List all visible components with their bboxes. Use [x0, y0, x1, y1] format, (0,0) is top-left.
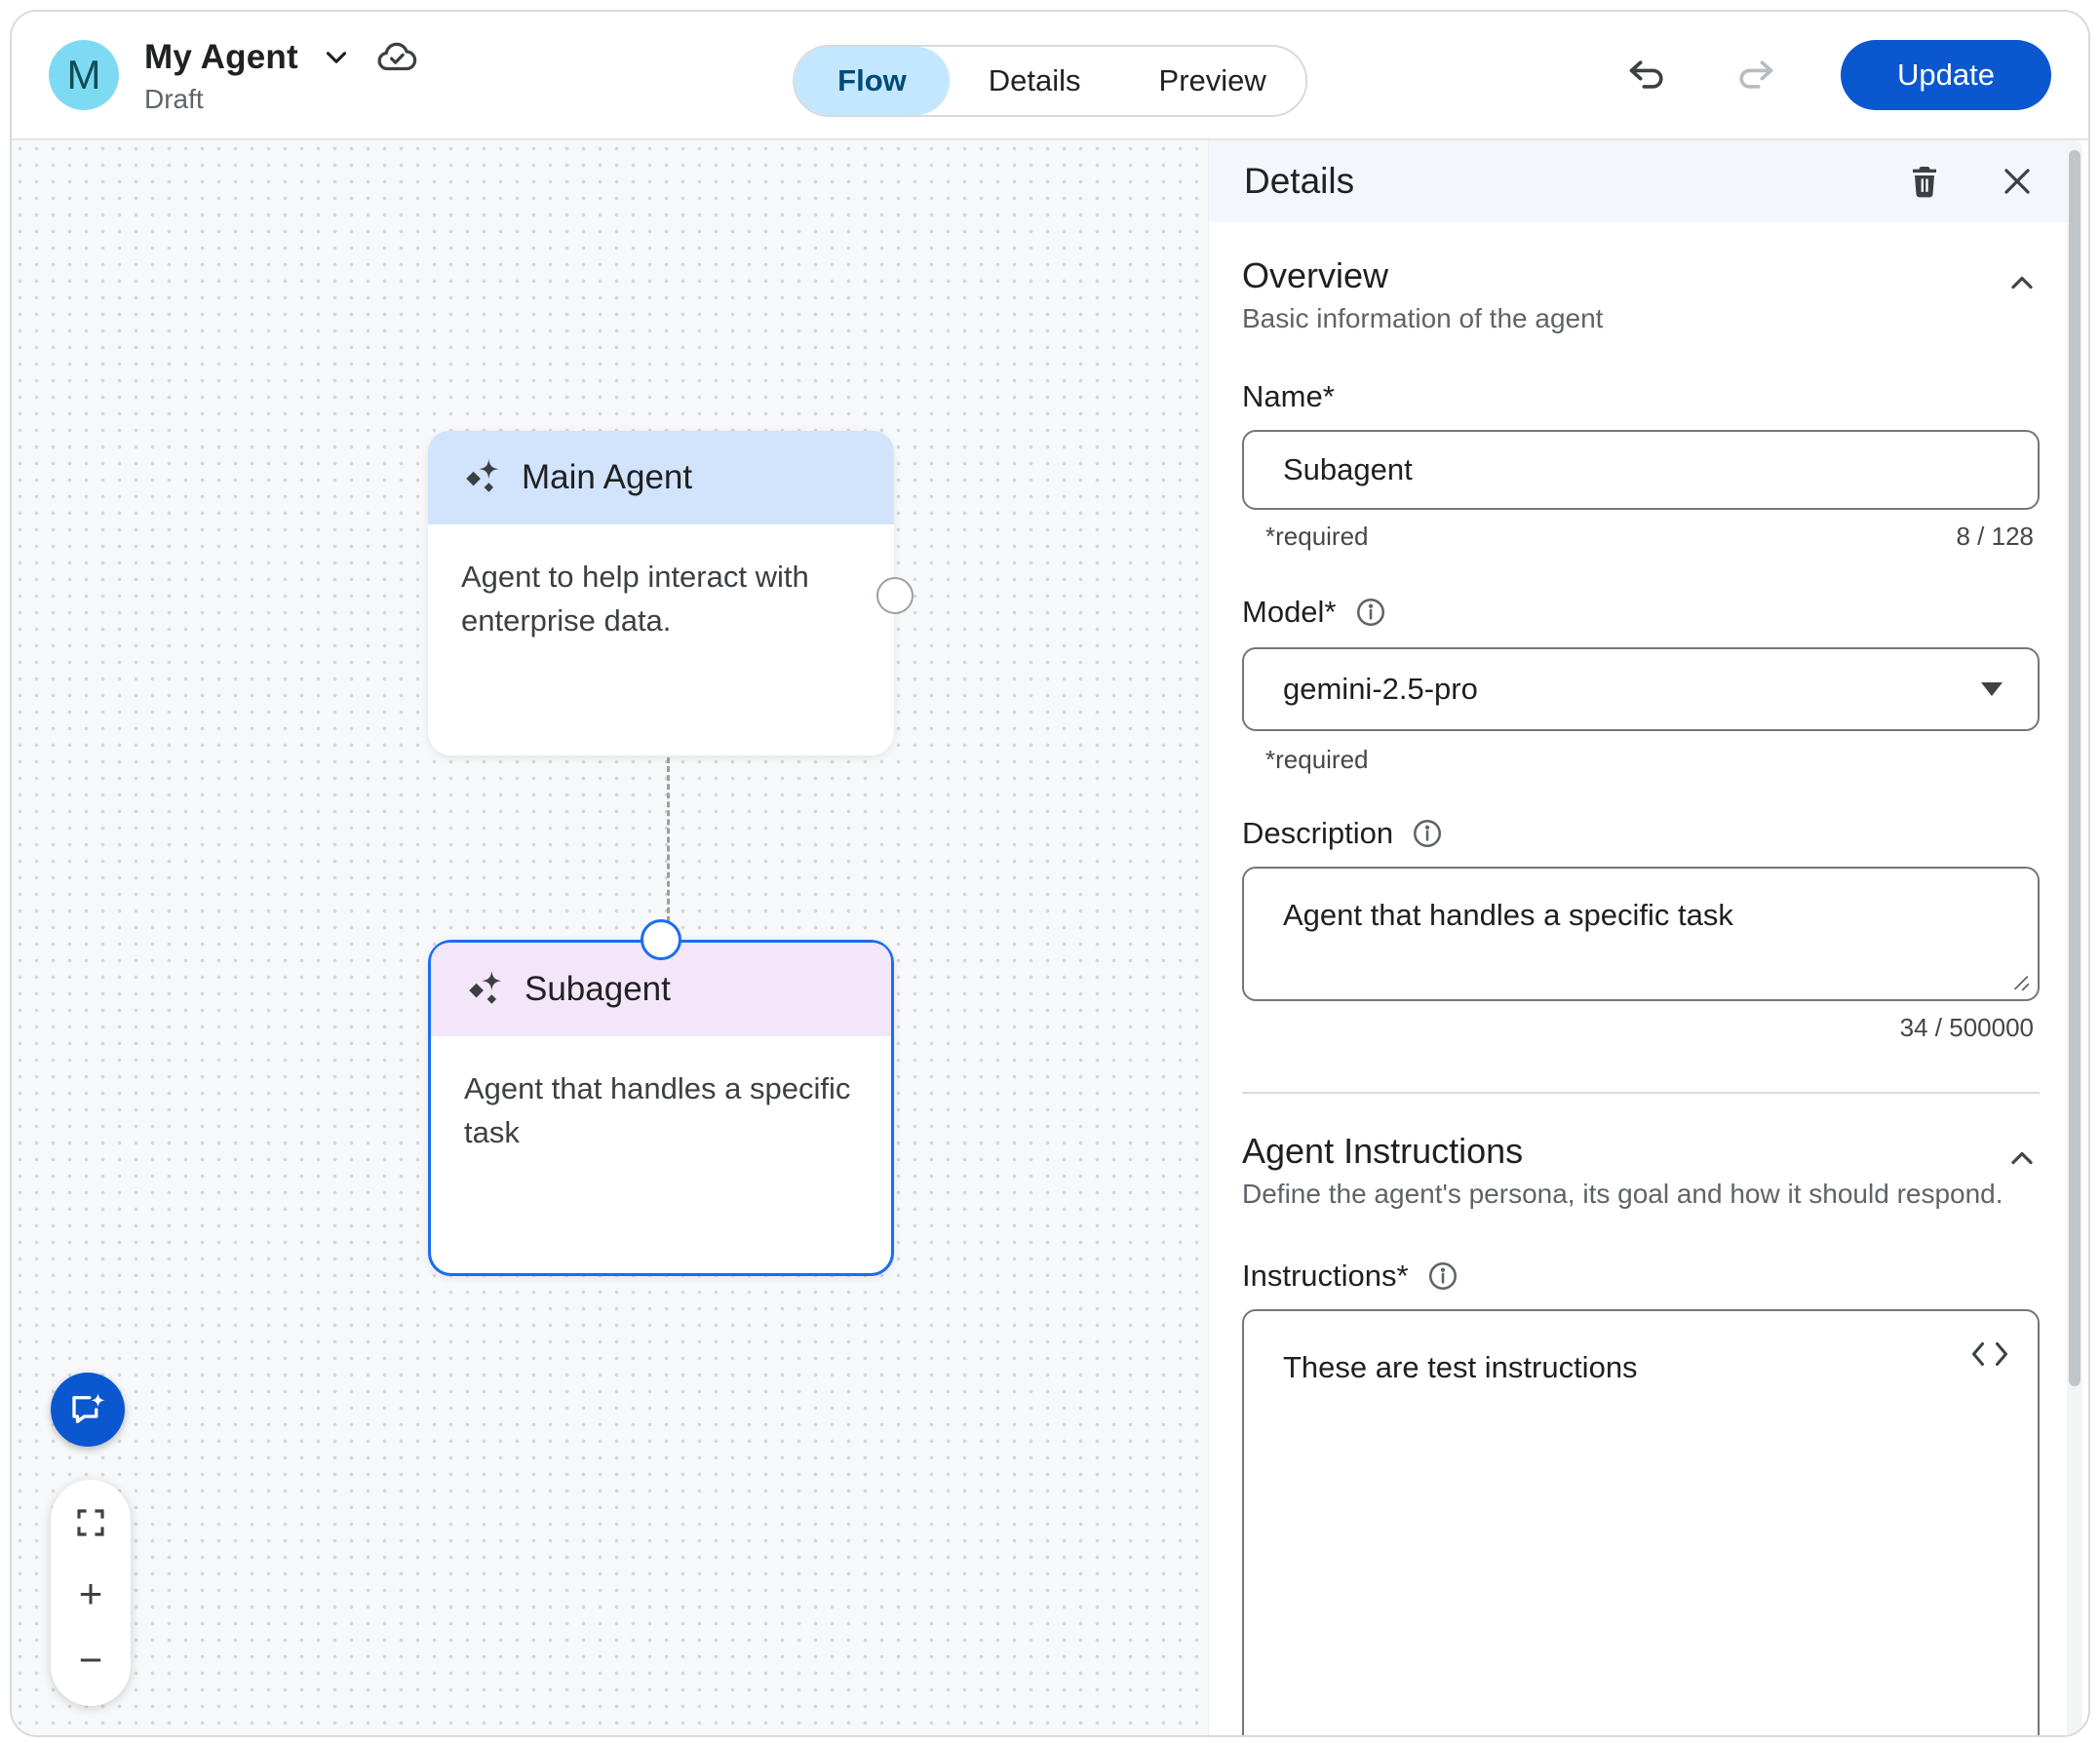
- model-select[interactable]: gemini-2.5-pro: [1242, 647, 2040, 731]
- fit-screen-button[interactable]: [73, 1505, 108, 1547]
- app-window: M My Agent Draft: [10, 10, 2090, 1737]
- details-panel-header: Details: [1209, 140, 2071, 222]
- node-subagent[interactable]: Subagent Agent that handles a specific t…: [428, 919, 894, 1276]
- flow-canvas[interactable]: Main Agent Agent to help interact with e…: [12, 140, 1208, 1735]
- zoom-controls: + −: [51, 1480, 131, 1706]
- close-icon[interactable]: [1999, 163, 2036, 200]
- sparkle-icon: [461, 457, 502, 498]
- node-output-port[interactable]: [876, 577, 914, 614]
- name-value: Subagent: [1283, 452, 1413, 486]
- model-required-hint: *required: [1265, 745, 1369, 774]
- view-tabs: Flow Details Preview: [793, 45, 1307, 117]
- panel-title: Details: [1244, 161, 1355, 201]
- collapse-chevron-icon[interactable]: [2004, 265, 2040, 300]
- undo-icon[interactable]: [1626, 54, 1669, 97]
- section-divider: [1242, 1092, 2040, 1094]
- caret-down-icon: [1981, 682, 2003, 696]
- connector-edge: [667, 757, 670, 940]
- status-badge: Draft: [144, 84, 204, 114]
- panel-scrollbar[interactable]: [2067, 140, 2082, 1735]
- redo-icon[interactable]: [1733, 54, 1776, 97]
- tab-flow[interactable]: Flow: [795, 47, 950, 115]
- update-button[interactable]: Update: [1841, 40, 2051, 110]
- collapse-chevron-icon[interactable]: [2004, 1141, 2040, 1176]
- instructions-value: These are test instructions: [1283, 1350, 1638, 1384]
- overview-title: Overview: [1242, 255, 1389, 295]
- node-main-agent[interactable]: Main Agent Agent to help interact with e…: [428, 431, 914, 755]
- node-description: Agent that handles a specific task: [464, 1071, 851, 1149]
- instructions-subtitle: Define the agent's persona, its goal and…: [1242, 1179, 2003, 1209]
- cloud-check-icon: [374, 35, 419, 80]
- chat-sparkle-icon: [67, 1389, 108, 1430]
- tab-preview[interactable]: Preview: [1158, 63, 1266, 97]
- instructions-label: Instructions*: [1242, 1259, 1409, 1293]
- sparkle-icon: [464, 969, 505, 1010]
- details-panel: Details: [1208, 140, 2071, 1735]
- avatar: M: [49, 40, 119, 110]
- overview-subtitle: Basic information of the agent: [1242, 303, 1604, 333]
- description-textarea[interactable]: Agent that handles a specific task: [1242, 867, 2040, 1001]
- code-icon[interactable]: [1969, 1338, 2010, 1370]
- instructions-title: Agent Instructions: [1242, 1131, 1524, 1171]
- instructions-section-header: Agent Instructions Define the agent's pe…: [1242, 1131, 2040, 1210]
- node-title: Subagent: [525, 970, 671, 1008]
- zoom-out-button[interactable]: −: [78, 1637, 103, 1683]
- node-title: Main Agent: [522, 458, 693, 496]
- chevron-down-icon[interactable]: [320, 41, 353, 74]
- scrollbar-thumb[interactable]: [2069, 150, 2081, 1386]
- app-header: M My Agent Draft: [12, 12, 2088, 140]
- page-title: My Agent: [144, 38, 298, 76]
- resize-grip-icon[interactable]: [2008, 970, 2030, 991]
- info-icon[interactable]: [1426, 1259, 1459, 1293]
- description-value: Agent that handles a specific task: [1283, 898, 1733, 932]
- name-required-hint: *required: [1265, 522, 1369, 551]
- instructions-textarea[interactable]: These are test instructions: [1242, 1309, 2040, 1735]
- node-description: Agent to help interact with enterprise d…: [461, 560, 809, 638]
- description-label: Description: [1242, 816, 1394, 850]
- model-value: gemini-2.5-pro: [1283, 672, 1478, 706]
- trash-icon[interactable]: [1905, 162, 1944, 201]
- node-input-port[interactable]: [641, 919, 681, 960]
- info-icon[interactable]: [1354, 596, 1387, 629]
- node-main-agent-header: Main Agent: [428, 431, 894, 524]
- description-char-counter: 34 / 500000: [1899, 1013, 2034, 1042]
- ai-chat-button[interactable]: [51, 1373, 125, 1447]
- tab-details[interactable]: Details: [988, 63, 1081, 97]
- name-input[interactable]: Subagent: [1242, 430, 2040, 510]
- fit-screen-icon: [73, 1505, 108, 1540]
- name-char-counter: 8 / 128: [1956, 522, 2034, 551]
- info-icon[interactable]: [1411, 817, 1444, 850]
- model-label: Model*: [1242, 595, 1337, 629]
- overview-section-header: Overview Basic information of the agent: [1242, 255, 2040, 334]
- name-label: Name*: [1242, 379, 1335, 413]
- zoom-in-button[interactable]: +: [78, 1569, 103, 1616]
